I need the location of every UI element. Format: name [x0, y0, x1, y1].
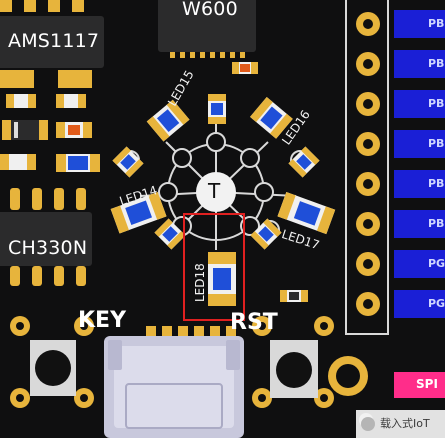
- touch-pad: [196, 172, 236, 212]
- spi-tab: [394, 372, 445, 398]
- pad: [72, 0, 84, 12]
- led-small-farright: [288, 146, 320, 178]
- pad: [58, 70, 92, 88]
- header-pin-label: PB: [428, 137, 445, 150]
- spi-label: SPI: [416, 377, 438, 391]
- ch330n-label: CH330N: [8, 237, 88, 259]
- led18-highlight-box: [183, 213, 245, 321]
- pad: [48, 0, 60, 12]
- rst-button-cap: [276, 352, 312, 388]
- ch330n-chip: [0, 212, 92, 266]
- key-button-cap: [35, 350, 71, 386]
- ch330n-pins-top: [10, 188, 86, 210]
- header-pin-label: PB: [428, 217, 445, 230]
- ams1117-chip: [0, 16, 104, 68]
- header-outline: [345, 0, 389, 335]
- resistor: [56, 94, 86, 108]
- resistor: [0, 154, 36, 170]
- header-pin-label: PB: [428, 57, 445, 70]
- pin-label-tabs: [394, 10, 445, 318]
- watermark-text: 载入式IoT: [380, 417, 430, 430]
- led17-body: [277, 191, 336, 235]
- led14-body: [110, 191, 167, 234]
- header-pads: [356, 12, 380, 316]
- w600-pads: [170, 52, 245, 58]
- pad: [0, 70, 34, 88]
- pad: [24, 0, 36, 12]
- pad: [0, 0, 12, 12]
- capacitor: [56, 122, 92, 138]
- smd-led: [56, 154, 100, 172]
- header-pin-label: PG: [428, 297, 445, 310]
- ch330n-pins-bottom: [10, 266, 86, 286]
- led-small-left: [154, 218, 186, 250]
- usb-pins: [146, 326, 236, 340]
- header-pin-label: PG: [428, 257, 445, 270]
- button-pads-right: [252, 316, 334, 408]
- key-label: KEY: [78, 308, 127, 333]
- rst-label: RST: [230, 310, 278, 335]
- touch-pad-label: T: [208, 179, 221, 203]
- led16-body: [250, 96, 293, 139]
- ring-vias: [120, 132, 310, 240]
- led-small-farleft: [112, 146, 144, 178]
- led-small-top: [208, 94, 226, 124]
- header-pin-label: PB: [428, 97, 445, 110]
- resistor: [232, 62, 258, 74]
- w600-chip: [158, 0, 256, 52]
- led18-body: [208, 252, 236, 306]
- led-small-right: [250, 218, 282, 250]
- led18-label: LED18: [193, 263, 207, 302]
- led15-body: [146, 99, 190, 142]
- diode: [2, 120, 48, 140]
- w600-label: W600: [182, 0, 238, 20]
- header-pin-label: PB: [428, 177, 445, 190]
- ams1117-label: AMS1117: [8, 30, 100, 52]
- header-pin-label: PB: [428, 17, 445, 30]
- resistor: [6, 94, 36, 108]
- button-pads-left: [10, 316, 94, 408]
- resistor: [280, 290, 308, 302]
